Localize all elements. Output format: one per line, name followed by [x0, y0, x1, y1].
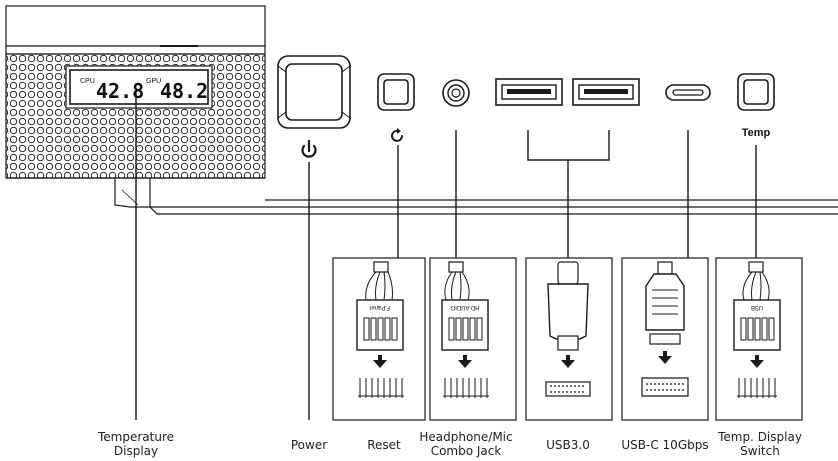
reset-icon [391, 128, 403, 142]
temp-switch-button[interactable] [737, 73, 775, 111]
connector-panel-reset: F.Panel [332, 257, 426, 421]
cpu-value: 42.8 [96, 79, 144, 103]
label-temperature-display: Temperature Display [97, 430, 174, 458]
label-usbc: USB-C 10Gbps [621, 438, 709, 452]
usb-c-port[interactable] [665, 84, 711, 101]
label-power: Power [290, 438, 328, 452]
temp-button-label: Temp [742, 127, 771, 139]
label-temp-display-switch: Temp. Display Switch [718, 430, 802, 458]
case-side-rail [150, 199, 838, 215]
leader-lines [135, 92, 757, 420]
temp-header-text: USB [751, 304, 763, 310]
audio-header-text: HD AUDIO [450, 304, 479, 310]
label-reset: Reset [367, 438, 401, 452]
label-usb3: USB3.0 [546, 438, 590, 452]
connector-panel-usb3 [525, 257, 613, 421]
connector-panel-temp: USB [715, 257, 803, 421]
power-icon [301, 139, 317, 158]
usb3-port-2[interactable] [572, 78, 640, 106]
label-headphone-mic: Headphone/Mic Combo Jack [419, 430, 513, 458]
gpu-label: GPU [146, 78, 161, 85]
usb3-port-1[interactable] [495, 78, 563, 106]
reset-header-text: F.Panel [370, 304, 390, 310]
reset-button[interactable] [377, 73, 415, 111]
headphone-jack[interactable] [442, 79, 470, 107]
power-button[interactable] [277, 55, 351, 129]
gpu-value: 48.2 [160, 79, 208, 103]
connector-panel-usbc [621, 257, 709, 421]
cpu-label: CPU [80, 78, 95, 85]
temperature-lcd: CPU 42.8 GPU 48.2 [65, 65, 213, 109]
connector-panel-audio: HD AUDIO [429, 257, 517, 421]
